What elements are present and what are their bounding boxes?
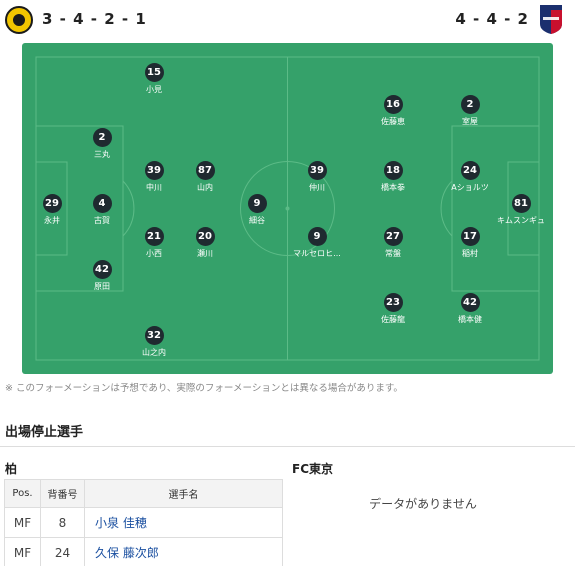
home-player[interactable]: 21 小西 [119,227,189,259]
player-link[interactable]: 小泉 佳穂 [84,507,283,538]
player-name: 山之内 [142,348,166,357]
home-player[interactable]: 9 細谷 [222,194,292,226]
home-player[interactable]: 2 三丸 [67,128,137,160]
player-number: 87 [195,161,215,180]
player-number: 39 [307,161,327,180]
player-number: 42 [92,260,112,279]
player-number: 81 [511,194,531,213]
cell-pos: MF [4,507,41,538]
cell-number: 24 [40,537,85,566]
player-number: 21 [144,227,164,246]
formation-disclaimer: ※ このフォーメーションは予想であり、実際のフォーメーションとは異なる場合があり… [5,383,403,394]
player-number: 9 [247,194,267,213]
player-number: 39 [144,161,164,180]
section-divider [0,446,575,447]
player-number: 42 [460,293,480,312]
home-player[interactable]: 15 小見 [119,63,189,95]
away-player[interactable]: 16 佐藤恵 [358,95,428,127]
home-player[interactable]: 42 原田 [67,260,137,292]
player-number: 32 [144,326,164,345]
player-number: 27 [383,227,403,246]
player-name: 佐藤龍 [381,315,405,324]
player-number: 20 [195,227,215,246]
player-name: 橋本拳 [381,183,405,192]
player-number: 17 [460,227,480,246]
home-formation: 3 - 4 - 2 - 1 [42,10,147,28]
player-name: 橋本健 [458,315,482,324]
kashiwa-crest-icon [5,6,33,34]
pitch-lines [35,56,540,361]
away-player[interactable]: 24 Aショルツ [435,161,505,193]
away-player[interactable]: 81 キムスンギュ [486,194,553,226]
player-number: 23 [383,293,403,312]
away-player[interactable]: 23 佐藤龍 [358,293,428,325]
player-number: 2 [460,95,480,114]
player-number: 4 [92,194,112,213]
suspended-table: Pos. 背番号 選手名 MF 8 小泉 佳穂 MF 24 久保 藤次郎 [4,479,283,566]
player-name: Aショルツ [451,183,489,192]
player-number: 18 [383,161,403,180]
home-team-name: 柏 [5,462,18,476]
cell-number: 8 [40,507,85,538]
player-number: 24 [460,161,480,180]
col-pos-header: Pos. [4,479,41,508]
away-player[interactable]: 27 常盤 [358,227,428,259]
home-player[interactable]: 20 瀬川 [170,227,240,259]
player-number: 29 [42,194,62,213]
away-player[interactable]: 18 橋本拳 [358,161,428,193]
table-row: MF 8 小泉 佳穂 [4,507,283,538]
table-row: MF 24 久保 藤次郎 [4,537,283,566]
away-player[interactable]: 39 仲川 [282,161,352,193]
player-number: 15 [144,63,164,82]
player-name: マルセロヒ... [293,249,341,258]
away-team-name: FC東京 [292,462,334,476]
no-data-message: データがありません [369,497,477,511]
fc-tokyo-crest-icon [540,5,562,34]
home-player[interactable]: 32 山之内 [119,326,189,358]
player-name: 山内 [197,183,213,192]
formation-header: 3 - 4 - 2 - 1 4 - 4 - 2 [0,0,575,40]
col-number-header: 背番号 [40,479,85,508]
player-name: 仲川 [309,183,325,192]
player-name: 古賀 [94,216,110,225]
table-header-row: Pos. 背番号 選手名 [4,479,283,508]
player-name: 室屋 [462,117,478,126]
player-name: 中川 [146,183,162,192]
away-player[interactable]: 42 橋本健 [435,293,505,325]
section-title: 出場停止選手 [5,425,84,440]
player-name: 小西 [146,249,162,258]
away-player[interactable]: 17 稲村 [435,227,505,259]
away-formation: 4 - 4 - 2 [455,10,529,28]
player-name: 永井 [44,216,60,225]
away-player[interactable]: 9 マルセロヒ... [282,227,352,259]
home-player[interactable]: 39 中川 [119,161,189,193]
player-number: 16 [383,95,403,114]
player-name: 三丸 [94,150,110,159]
player-name: 佐藤恵 [381,117,405,126]
home-player[interactable]: 87 山内 [170,161,240,193]
player-number: 2 [92,128,112,147]
player-number: 9 [307,227,327,246]
player-name: 稲村 [462,249,478,258]
player-name: 常盤 [385,249,401,258]
away-player[interactable]: 2 室屋 [435,95,505,127]
player-name: 瀬川 [197,249,213,258]
col-name-header: 選手名 [84,479,283,508]
formation-pitch: 15 小見 2 三丸 29 永井 4 古賀 42 原田 39 中川 87 山内 … [22,43,553,374]
home-player[interactable]: 29 永井 [22,194,87,226]
player-name: キムスンギュ [497,216,545,225]
player-link[interactable]: 久保 藤次郎 [84,537,283,566]
cell-pos: MF [4,537,41,566]
player-name: 原田 [94,282,110,291]
player-name: 小見 [146,85,162,94]
home-player[interactable]: 4 古賀 [67,194,137,226]
player-name: 細谷 [249,216,265,225]
